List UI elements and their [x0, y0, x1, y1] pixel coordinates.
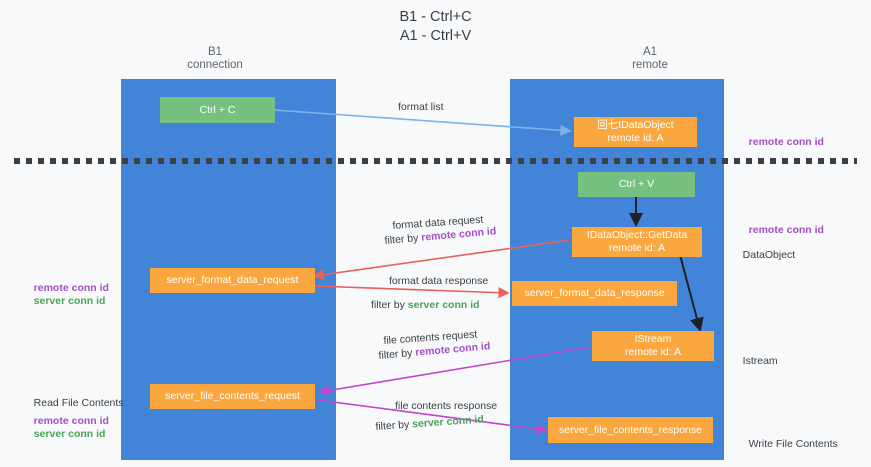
column-header-b1: B1 connection	[187, 46, 243, 71]
left-label-read-file-contents: Read File Contents	[22, 384, 124, 423]
node-server-format-data-response[interactable]: server_format_data_response	[512, 281, 677, 306]
node-server-file-contents-request[interactable]: server_file_contents_request	[150, 384, 315, 409]
right-label-write-file-contents: Write File Contents	[737, 425, 838, 464]
edge-label-filter-key-server-conn-id: server conn id	[407, 299, 480, 311]
edge-label-file-contents-response-filter: filter by server conn id	[375, 412, 484, 434]
node-ctrl-c-label: Ctrl + C	[199, 103, 236, 116]
phase-divider-dashed-line	[14, 158, 857, 164]
left-label-remote-conn-id-text: remote conn id	[33, 282, 109, 294]
edge-label-format-data-response: format data response	[389, 274, 488, 288]
node-server-file-contents-response[interactable]: server_file_contents_response	[548, 417, 713, 443]
node-server-format-data-request[interactable]: server_format_data_request	[150, 268, 315, 293]
node-idataobject-remote-label: 回七IDataObject remote id: A	[597, 119, 674, 144]
edge-label-format-list: format list	[398, 100, 444, 114]
right-label-istream: Istream	[731, 342, 778, 381]
node-server-format-data-request-label: server_format_data_request	[166, 274, 299, 286]
node-server-file-contents-request-label: server_file_contents_request	[165, 390, 300, 402]
node-idataobject-remote[interactable]: 回七IDataObject remote id: A	[574, 117, 697, 147]
diagram-title: B1 - Ctrl+C A1 - Ctrl+V	[399, 9, 472, 44]
node-ctrl-v[interactable]: Ctrl + V	[578, 172, 695, 197]
node-istream-label: IStream remote id: A	[624, 333, 682, 358]
edge-label-file-contents-response-text: file contents response	[395, 400, 498, 412]
edge-label-format-data-response-filter: filter by server conn id	[371, 298, 480, 312]
edge-label-filter-prefix-4: filter by	[375, 418, 413, 433]
node-idataobject-getdata[interactable]: IDataObject::GetData remote id: A	[572, 227, 702, 257]
edge-label-filter-prefix: filter by	[384, 231, 422, 247]
node-server-format-data-response-label: server_format_data_response	[524, 287, 665, 299]
left-label-server-conn-id-2: server conn id	[22, 415, 106, 454]
right-label-istream-text: Istream	[742, 355, 778, 367]
right-label-data-object: DataObject	[731, 236, 796, 275]
right-label-remote-conn-id-mid-text: remote conn id	[748, 224, 824, 236]
right-label-remote-conn-id-top: remote conn id	[737, 123, 824, 162]
left-label-server-conn-id-text: server conn id	[33, 295, 106, 307]
edge-label-filter-key-server-conn-id-2: server conn id	[411, 413, 485, 431]
node-server-file-contents-response-label: server_file_contents_response	[558, 423, 702, 436]
right-label-write-file-contents-text: Write File Contents	[748, 438, 838, 450]
column-header-a1: A1 remote	[632, 46, 668, 71]
node-istream[interactable]: IStream remote id: A	[592, 331, 714, 361]
edge-label-format-list-text: format list	[398, 101, 444, 113]
edge-label-format-data-response-text: format data response	[389, 275, 489, 287]
right-label-remote-conn-id-mid: remote conn id	[737, 211, 824, 250]
edge-label-file-contents-response: file contents response	[395, 399, 497, 413]
left-label-remote-conn-id-2: remote conn id	[22, 402, 109, 441]
node-idataobject-getdata-label: IDataObject::GetData remote id: A	[586, 229, 688, 254]
left-label-server-conn-id: server conn id	[22, 282, 106, 321]
node-ctrl-v-label: Ctrl + V	[618, 178, 655, 190]
edge-label-filter-prefix-2: filter by	[371, 299, 408, 311]
left-label-remote-conn-id: remote conn id	[22, 269, 109, 308]
left-label-server-conn-id-2-text: server conn id	[33, 428, 106, 440]
node-ctrl-c[interactable]: Ctrl + C	[160, 97, 275, 123]
left-label-remote-conn-id-2-text: remote conn id	[33, 415, 109, 427]
right-label-data-object-text: DataObject	[742, 249, 796, 261]
right-label-remote-conn-id-top-text: remote conn id	[748, 136, 824, 148]
left-label-read-file-contents-text: Read File Contents	[33, 397, 124, 409]
edge-label-filter-prefix-3: filter by	[378, 346, 416, 362]
